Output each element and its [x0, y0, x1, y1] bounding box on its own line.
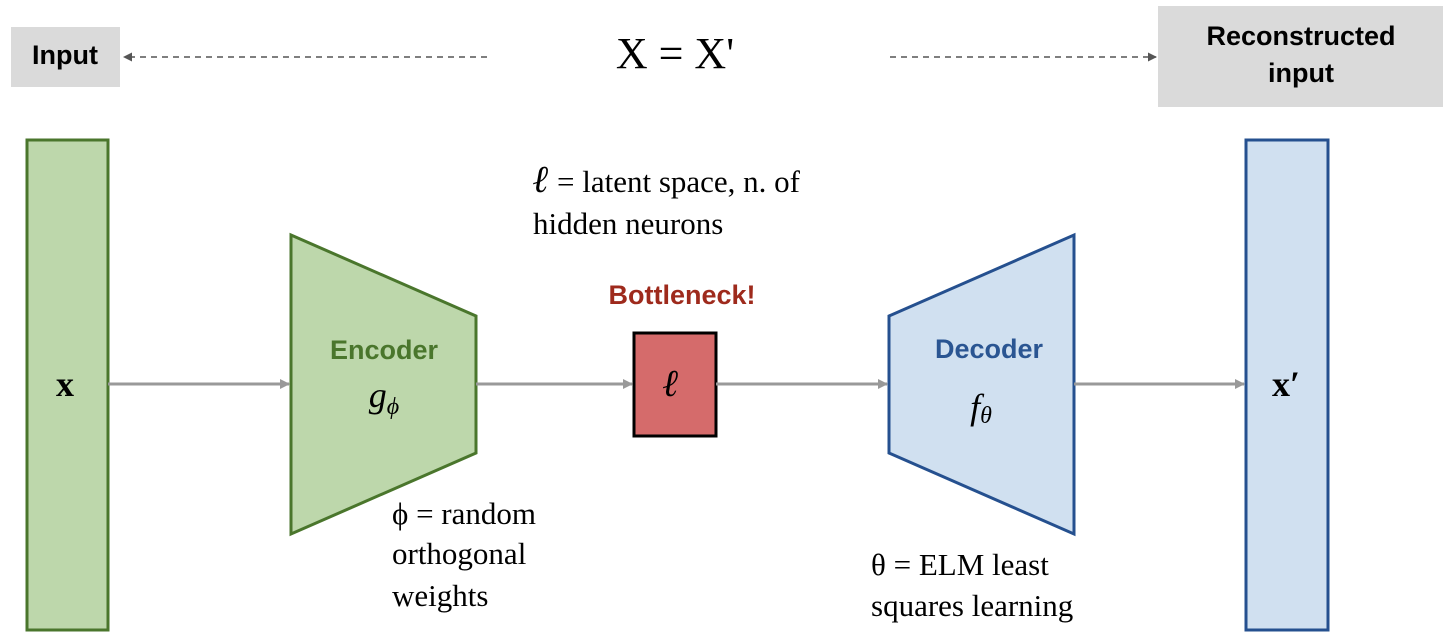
encoder-function: gϕ	[369, 375, 399, 420]
input-vector-symbol: x	[56, 364, 74, 404]
latent-note-symbol: ℓ	[533, 159, 549, 201]
input-label: Input	[32, 40, 98, 70]
input-label-box	[11, 27, 120, 87]
bottleneck-label: Bottleneck!	[608, 280, 755, 310]
bottleneck-box	[632, 331, 718, 438]
output-vector-bar	[1244, 138, 1330, 632]
decoder-title: Decoder	[935, 334, 1044, 364]
decoder-note-line1: θ = ELM least	[871, 547, 1049, 582]
decoder-trapezoid	[887, 232, 1076, 537]
encoder-title: Encoder	[330, 335, 439, 365]
bottleneck-symbol: ℓ	[663, 363, 679, 405]
encoder-function-base: g	[369, 375, 387, 415]
equation-text: X = X'	[616, 29, 734, 78]
encoder-trapezoid	[289, 232, 478, 537]
latent-note-line1: ℓ = latent space, n. of	[533, 159, 801, 201]
latent-note-text: = latent space, n. of	[549, 164, 800, 199]
encoder-note-line2: orthogonal	[392, 536, 526, 571]
latent-note-line2: hidden neurons	[533, 206, 723, 241]
decoder-note-line2: squares learning	[871, 588, 1073, 623]
encoder-note-line3: weights	[392, 578, 488, 613]
decoder-function-subscript: θ	[980, 403, 992, 429]
input-vector-bar	[25, 138, 110, 632]
reconstructed-label-line1: Reconstructed	[1206, 21, 1395, 51]
reconstructed-label-box	[1158, 6, 1443, 107]
output-vector-symbol: x′	[1272, 364, 1300, 404]
reconstructed-label-line2: input	[1268, 58, 1334, 88]
encoder-function-subscript: ϕ	[387, 394, 399, 420]
encoder-note-line1: ϕ = random	[392, 496, 536, 531]
